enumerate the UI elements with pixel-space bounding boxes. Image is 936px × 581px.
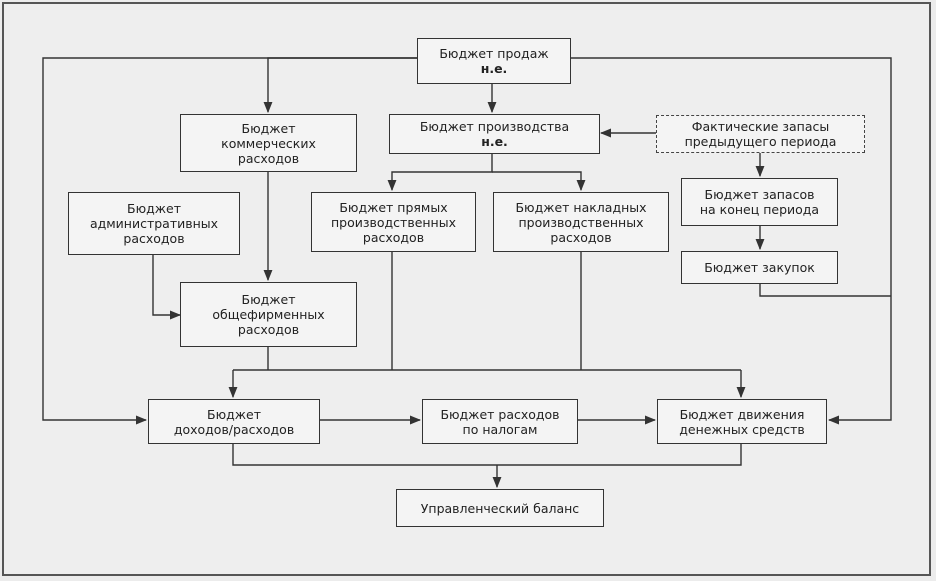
taxes-budget-box: Бюджет расходов по налогам [422, 399, 578, 444]
line-production-split [387, 154, 493, 192]
direct-costs-label: Бюджет прямых производственных расходов [330, 199, 456, 245]
direct-costs-box: Бюджет прямых производственных расходов [311, 192, 476, 252]
sales-budget-label: Бюджет продаж [439, 46, 549, 61]
general-budget-box: Бюджет общефирменных расходов [180, 282, 357, 347]
overhead-costs-box: Бюджет накладных производственных расход… [493, 192, 669, 252]
management-balance-box: Управленческий баланс [396, 489, 604, 527]
overhead-costs-label: Бюджет накладных производственных расход… [515, 199, 647, 245]
arrow-sales-to-commercial [263, 57, 417, 114]
admin-budget-label: Бюджет административных расходов [89, 201, 219, 246]
actual-stock-box: Фактические запасы предыдущего периода [656, 115, 865, 153]
commercial-budget-box: Бюджет коммерческих расходов [180, 114, 357, 172]
admin-budget-box: Бюджет административных расходов [68, 192, 240, 255]
arrow-admin-to-general [152, 255, 182, 320]
end-stock-box: Бюджет запасов на конец периода [681, 178, 838, 226]
management-balance-label: Управленческий баланс [420, 500, 580, 516]
end-stock-label: Бюджет запасов на конец периода [699, 187, 820, 217]
production-budget-unit: н.е. [481, 134, 508, 149]
line-purchases-to-loop [759, 284, 891, 297]
commercial-budget-label: Бюджет коммерческих расходов [221, 120, 316, 166]
cashflow-budget-label: Бюджет движения денежных средств [679, 406, 805, 437]
arrow-production-to-overhead [492, 171, 586, 192]
income-budget-label: Бюджет доходов/расходов [173, 406, 295, 437]
income-budget-box: Бюджет доходов/расходов [148, 399, 320, 444]
sales-budget-unit: н.е. [480, 61, 508, 76]
taxes-budget-label: Бюджет расходов по налогам [440, 406, 560, 437]
production-budget-box: Бюджет производства н.е. [389, 114, 600, 154]
production-budget-label: Бюджет производства [419, 119, 570, 134]
arrow-sales-to-cashflow [571, 57, 892, 425]
general-budget-label: Бюджет общефирменных расходов [212, 292, 325, 337]
purchases-box: Бюджет закупок [681, 251, 838, 284]
arrow-sales-to-income [42, 57, 417, 425]
line-income-down [232, 444, 742, 466]
sales-budget-box: Бюджет продаж н.е. [417, 38, 571, 84]
purchases-label: Бюджет закупок [704, 260, 815, 275]
actual-stock-label: Фактические запасы предыдущего периода [684, 119, 837, 149]
cashflow-budget-box: Бюджет движения денежных средств [657, 399, 827, 444]
